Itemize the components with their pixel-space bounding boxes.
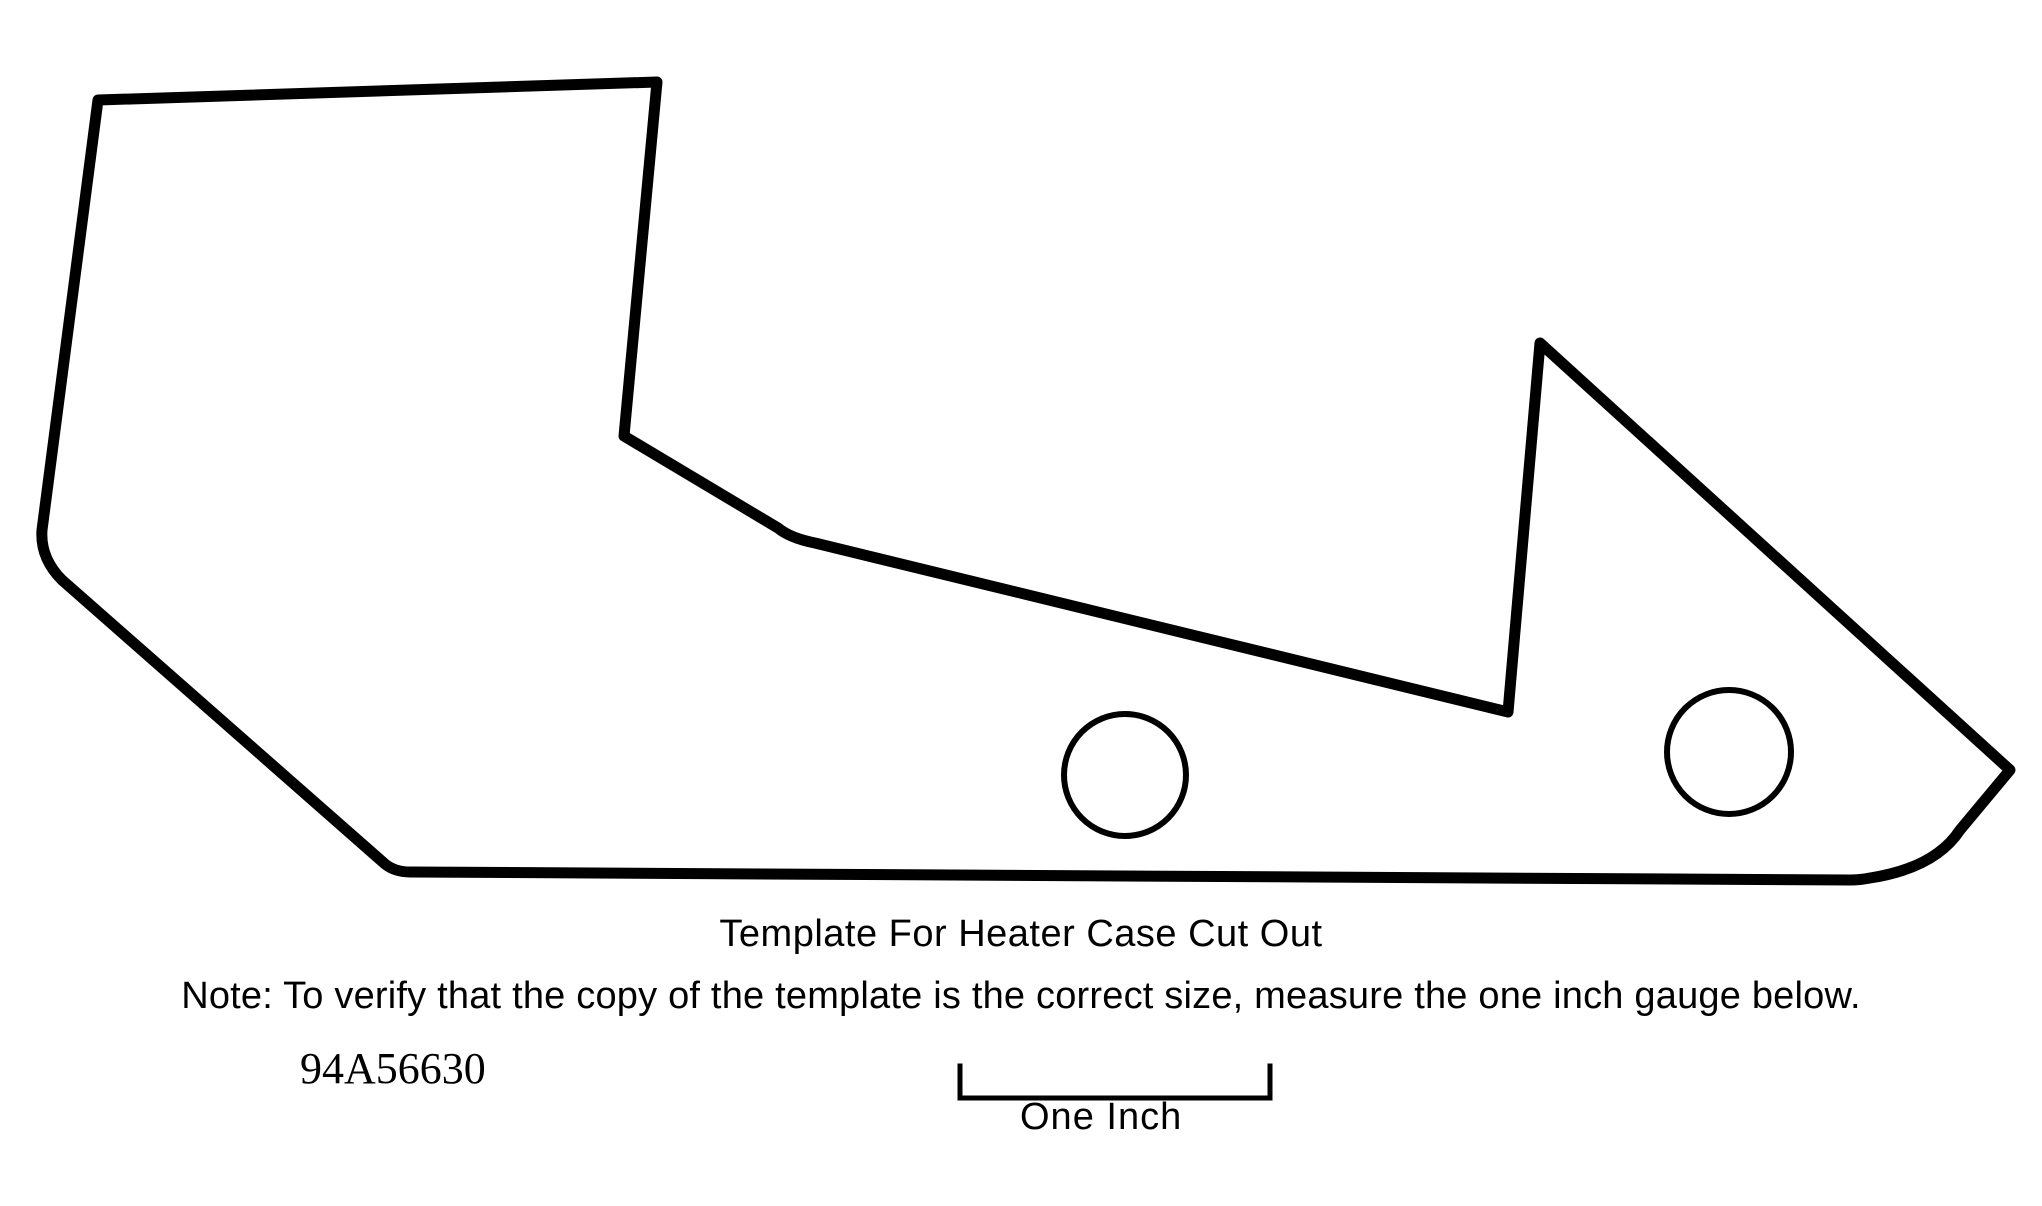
diagram-title: Template For Heater Case Cut Out: [719, 913, 1323, 955]
size-verification-note: Note: To verify that the copy of the tem…: [181, 975, 1861, 1017]
mounting-hole-right: [1664, 687, 1794, 817]
template-outline: [36, 76, 2016, 886]
figure-number: 94A56630: [300, 1044, 486, 1093]
gauge-label: One Inch: [1020, 1096, 1183, 1138]
mounting-hole-left: [1061, 711, 1189, 839]
one-inch-gauge: [957, 1063, 1273, 1101]
